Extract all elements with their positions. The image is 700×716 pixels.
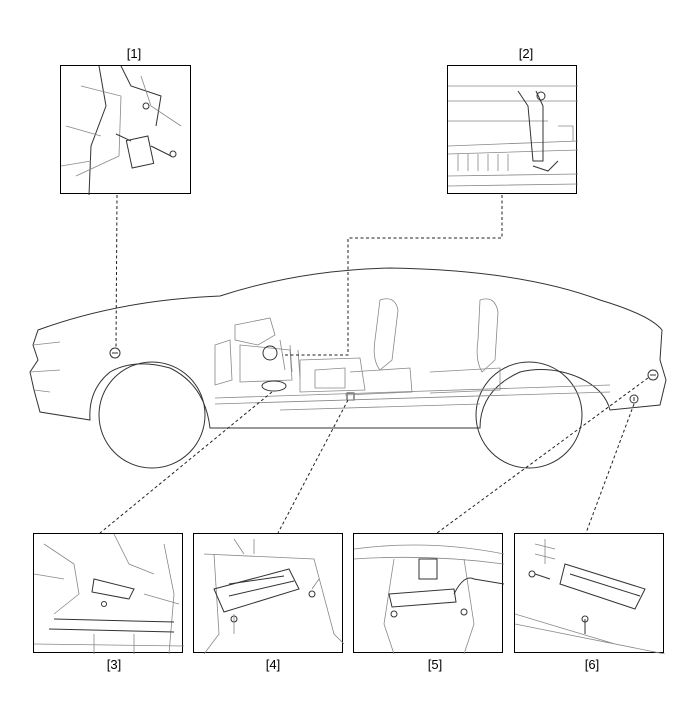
floor-module-marker (261, 380, 287, 392)
label-2: [2] (518, 46, 534, 61)
panel-4-illustration (203, 538, 344, 654)
panel-3 (33, 533, 184, 654)
leader-1 (115, 194, 118, 349)
panel-5-illustration (354, 544, 504, 654)
marker-b-pillar (109, 347, 121, 359)
panel-3-illustration (34, 534, 184, 654)
label-4: [4] (265, 657, 281, 672)
panel-1-illustration (61, 66, 182, 195)
front-wheel (98, 361, 206, 469)
label-1: [1] (126, 46, 142, 61)
leader-4 (277, 399, 349, 534)
marker-trunk (647, 369, 659, 381)
leader-6 (585, 403, 635, 534)
panel-4 (193, 533, 344, 654)
panel-6 (514, 533, 665, 654)
label-5: [5] (427, 657, 443, 672)
car-body-outline (29, 267, 667, 429)
panel-6-illustration (515, 539, 665, 654)
panel-1 (60, 65, 191, 195)
marker-rear (629, 394, 639, 404)
leader-2 (282, 195, 503, 356)
label-6: [6] (584, 657, 600, 672)
label-3: [3] (106, 657, 122, 672)
panel-5 (353, 533, 504, 654)
rear-wheel (475, 361, 583, 469)
panel-2-illustration (448, 85, 578, 187)
leader-5 (436, 377, 649, 534)
leader-3 (99, 391, 273, 534)
panel-2 (447, 65, 578, 194)
